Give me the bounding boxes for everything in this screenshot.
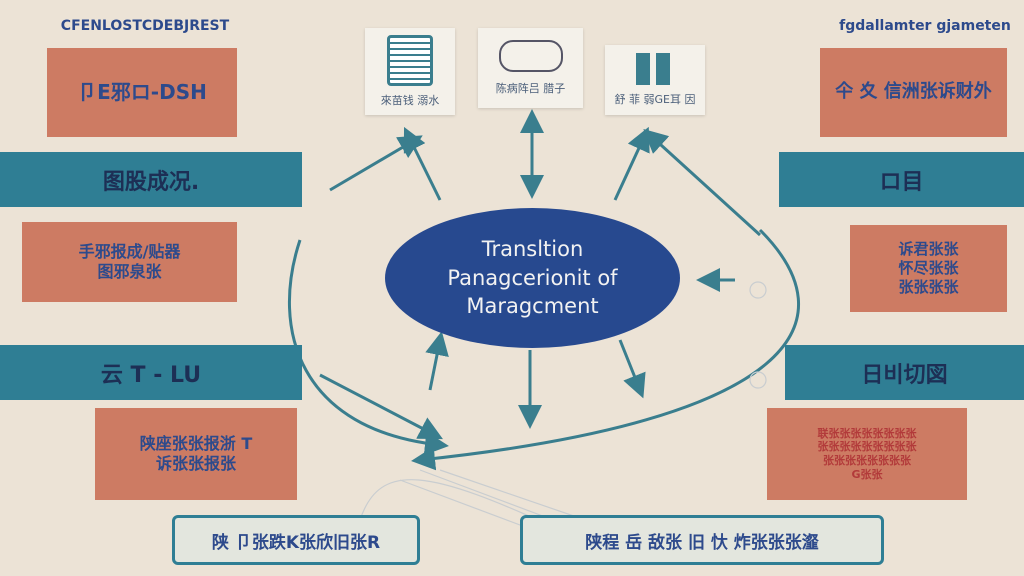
right-box-1: 仐 夊 信洲张诉财外 (820, 48, 1007, 137)
left-box-3: 陕座张张报浙 T 诉张张报张 (95, 408, 297, 500)
header-right-title: fgdallamter gjameten (839, 18, 1011, 34)
icon-card-label: 舒 菲 弱GE耳 因 (614, 93, 696, 106)
database-icon (387, 35, 433, 86)
right-box-3: 联张张张张张张张张 张张张张张张张张张 张张张张张张张张 G张张 (767, 408, 967, 500)
icon-card-cloud[interactable]: 陈病阵吕 腊子 (478, 28, 583, 108)
bottom-button-1[interactable]: 陕 卩张跌K张欣旧张R (172, 515, 420, 565)
center-title-line2: Panagcerionit of (447, 265, 618, 290)
right-bar-2: 日비切図 (785, 345, 1024, 400)
left-bar-2: 云 T - LU (0, 345, 302, 400)
icon-card-database[interactable]: 來苗钱 溺水 (365, 28, 455, 115)
right-box-2: 诉君张张 怀尽张张 张张张张 (850, 225, 1007, 312)
central-node[interactable]: Transltion Panagcerionit of Maragcment (385, 208, 680, 348)
center-title-line1: Transltion (481, 237, 584, 262)
header-left-title: CFENLOSTCDEBJREST (60, 18, 230, 34)
center-title-line3: Maragcment (466, 294, 599, 319)
left-bar-1: 图股成况. (0, 152, 302, 207)
bottom-button-2[interactable]: 陕程 岳 敌张 旧 忕 炸张张张瀣 (520, 515, 884, 565)
right-bar-1: ロ目 (779, 152, 1024, 207)
server-icon (636, 53, 674, 85)
icon-card-label: 陈病阵吕 腊子 (495, 82, 566, 95)
icon-card-label: 來苗钱 溺水 (380, 94, 440, 107)
icon-card-server[interactable]: 舒 菲 弱GE耳 因 (605, 45, 705, 115)
left-box-2: 手邪报成/贴器 图邪泉张 (22, 222, 237, 302)
left-box-1: 卩E邪ロ-DSH (47, 48, 237, 137)
cloud-icon (498, 40, 563, 72)
